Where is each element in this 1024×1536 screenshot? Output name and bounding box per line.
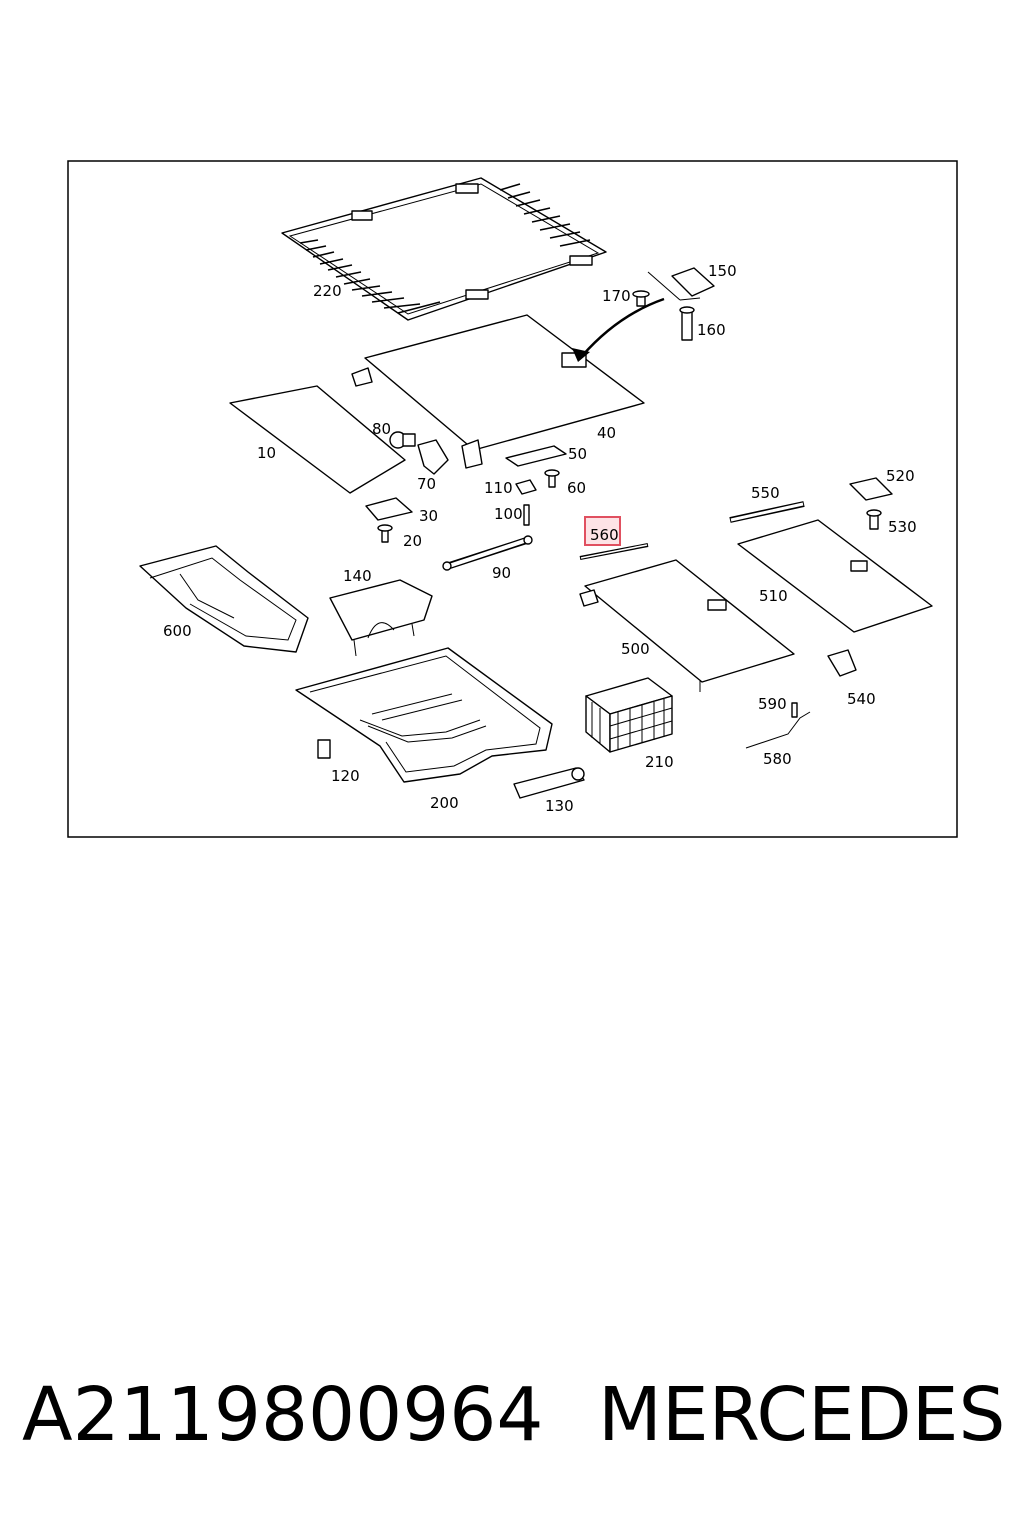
brand-name: MERCEDES bbox=[598, 1372, 1006, 1458]
label-200: 200 bbox=[430, 794, 459, 812]
label-220: 220 bbox=[313, 282, 342, 300]
label-530: 530 bbox=[888, 518, 917, 536]
label-110: 110 bbox=[484, 479, 513, 497]
bracket-30-part bbox=[365, 497, 413, 543]
handle-assembly-part bbox=[632, 267, 715, 341]
gas-strut-550-part bbox=[729, 501, 805, 523]
floor-mat-part bbox=[281, 177, 607, 321]
label-590: 590 bbox=[758, 695, 787, 713]
floor-panel-part bbox=[351, 314, 645, 469]
gas-strut-90-part bbox=[442, 535, 533, 571]
hinge-parts bbox=[389, 431, 449, 475]
handle-520-part bbox=[849, 477, 893, 530]
cover-130-part bbox=[513, 767, 585, 799]
diagram-frame bbox=[67, 160, 958, 838]
label-150: 150 bbox=[708, 262, 737, 280]
label-50: 50 bbox=[568, 445, 587, 463]
label-20: 20 bbox=[403, 532, 422, 550]
label-80: 80 bbox=[372, 420, 391, 438]
label-520: 520 bbox=[886, 467, 915, 485]
bracket-140-part bbox=[329, 579, 433, 657]
label-600: 600 bbox=[163, 622, 192, 640]
label-10: 10 bbox=[257, 444, 276, 462]
label-210: 210 bbox=[645, 753, 674, 771]
label-540: 540 bbox=[847, 690, 876, 708]
label-160: 160 bbox=[697, 321, 726, 339]
bracket-540-part bbox=[827, 649, 857, 677]
part-labels: 10 20 30 40 50 60 70 80 90 100 110 120 1… bbox=[163, 262, 917, 815]
label-560: 560 bbox=[590, 526, 619, 544]
panel-510-part bbox=[737, 519, 933, 633]
label-580: 580 bbox=[763, 750, 792, 768]
label-120: 120 bbox=[331, 767, 360, 785]
parts-diagram: 10 20 30 40 50 60 70 80 90 100 110 120 1… bbox=[67, 160, 958, 838]
label-100: 100 bbox=[494, 505, 523, 523]
storage-tub-200-part bbox=[295, 647, 553, 783]
label-500: 500 bbox=[621, 640, 650, 658]
side-tray-600-part bbox=[139, 545, 309, 653]
part-number: A2119800964 bbox=[22, 1372, 544, 1458]
clip-120-part bbox=[317, 739, 331, 759]
label-40: 40 bbox=[597, 424, 616, 442]
latch-parts bbox=[505, 445, 567, 526]
footer: A2119800964 MERCEDES bbox=[0, 1360, 1024, 1480]
label-510: 510 bbox=[759, 587, 788, 605]
gas-strut-560-part bbox=[579, 543, 649, 560]
label-30: 30 bbox=[419, 507, 438, 525]
panel-500-part bbox=[579, 559, 795, 692]
arrow-indicator bbox=[581, 297, 665, 357]
label-60: 60 bbox=[567, 479, 586, 497]
label-90: 90 bbox=[492, 564, 511, 582]
label-130: 130 bbox=[545, 797, 574, 815]
highlight-box-560 bbox=[584, 516, 621, 546]
label-140: 140 bbox=[343, 567, 372, 585]
label-170: 170 bbox=[602, 287, 631, 305]
bracket-580-part bbox=[745, 702, 811, 749]
cover-panel-part bbox=[229, 385, 406, 494]
label-70: 70 bbox=[417, 475, 436, 493]
label-550: 550 bbox=[751, 484, 780, 502]
crate-210-part bbox=[585, 677, 673, 753]
